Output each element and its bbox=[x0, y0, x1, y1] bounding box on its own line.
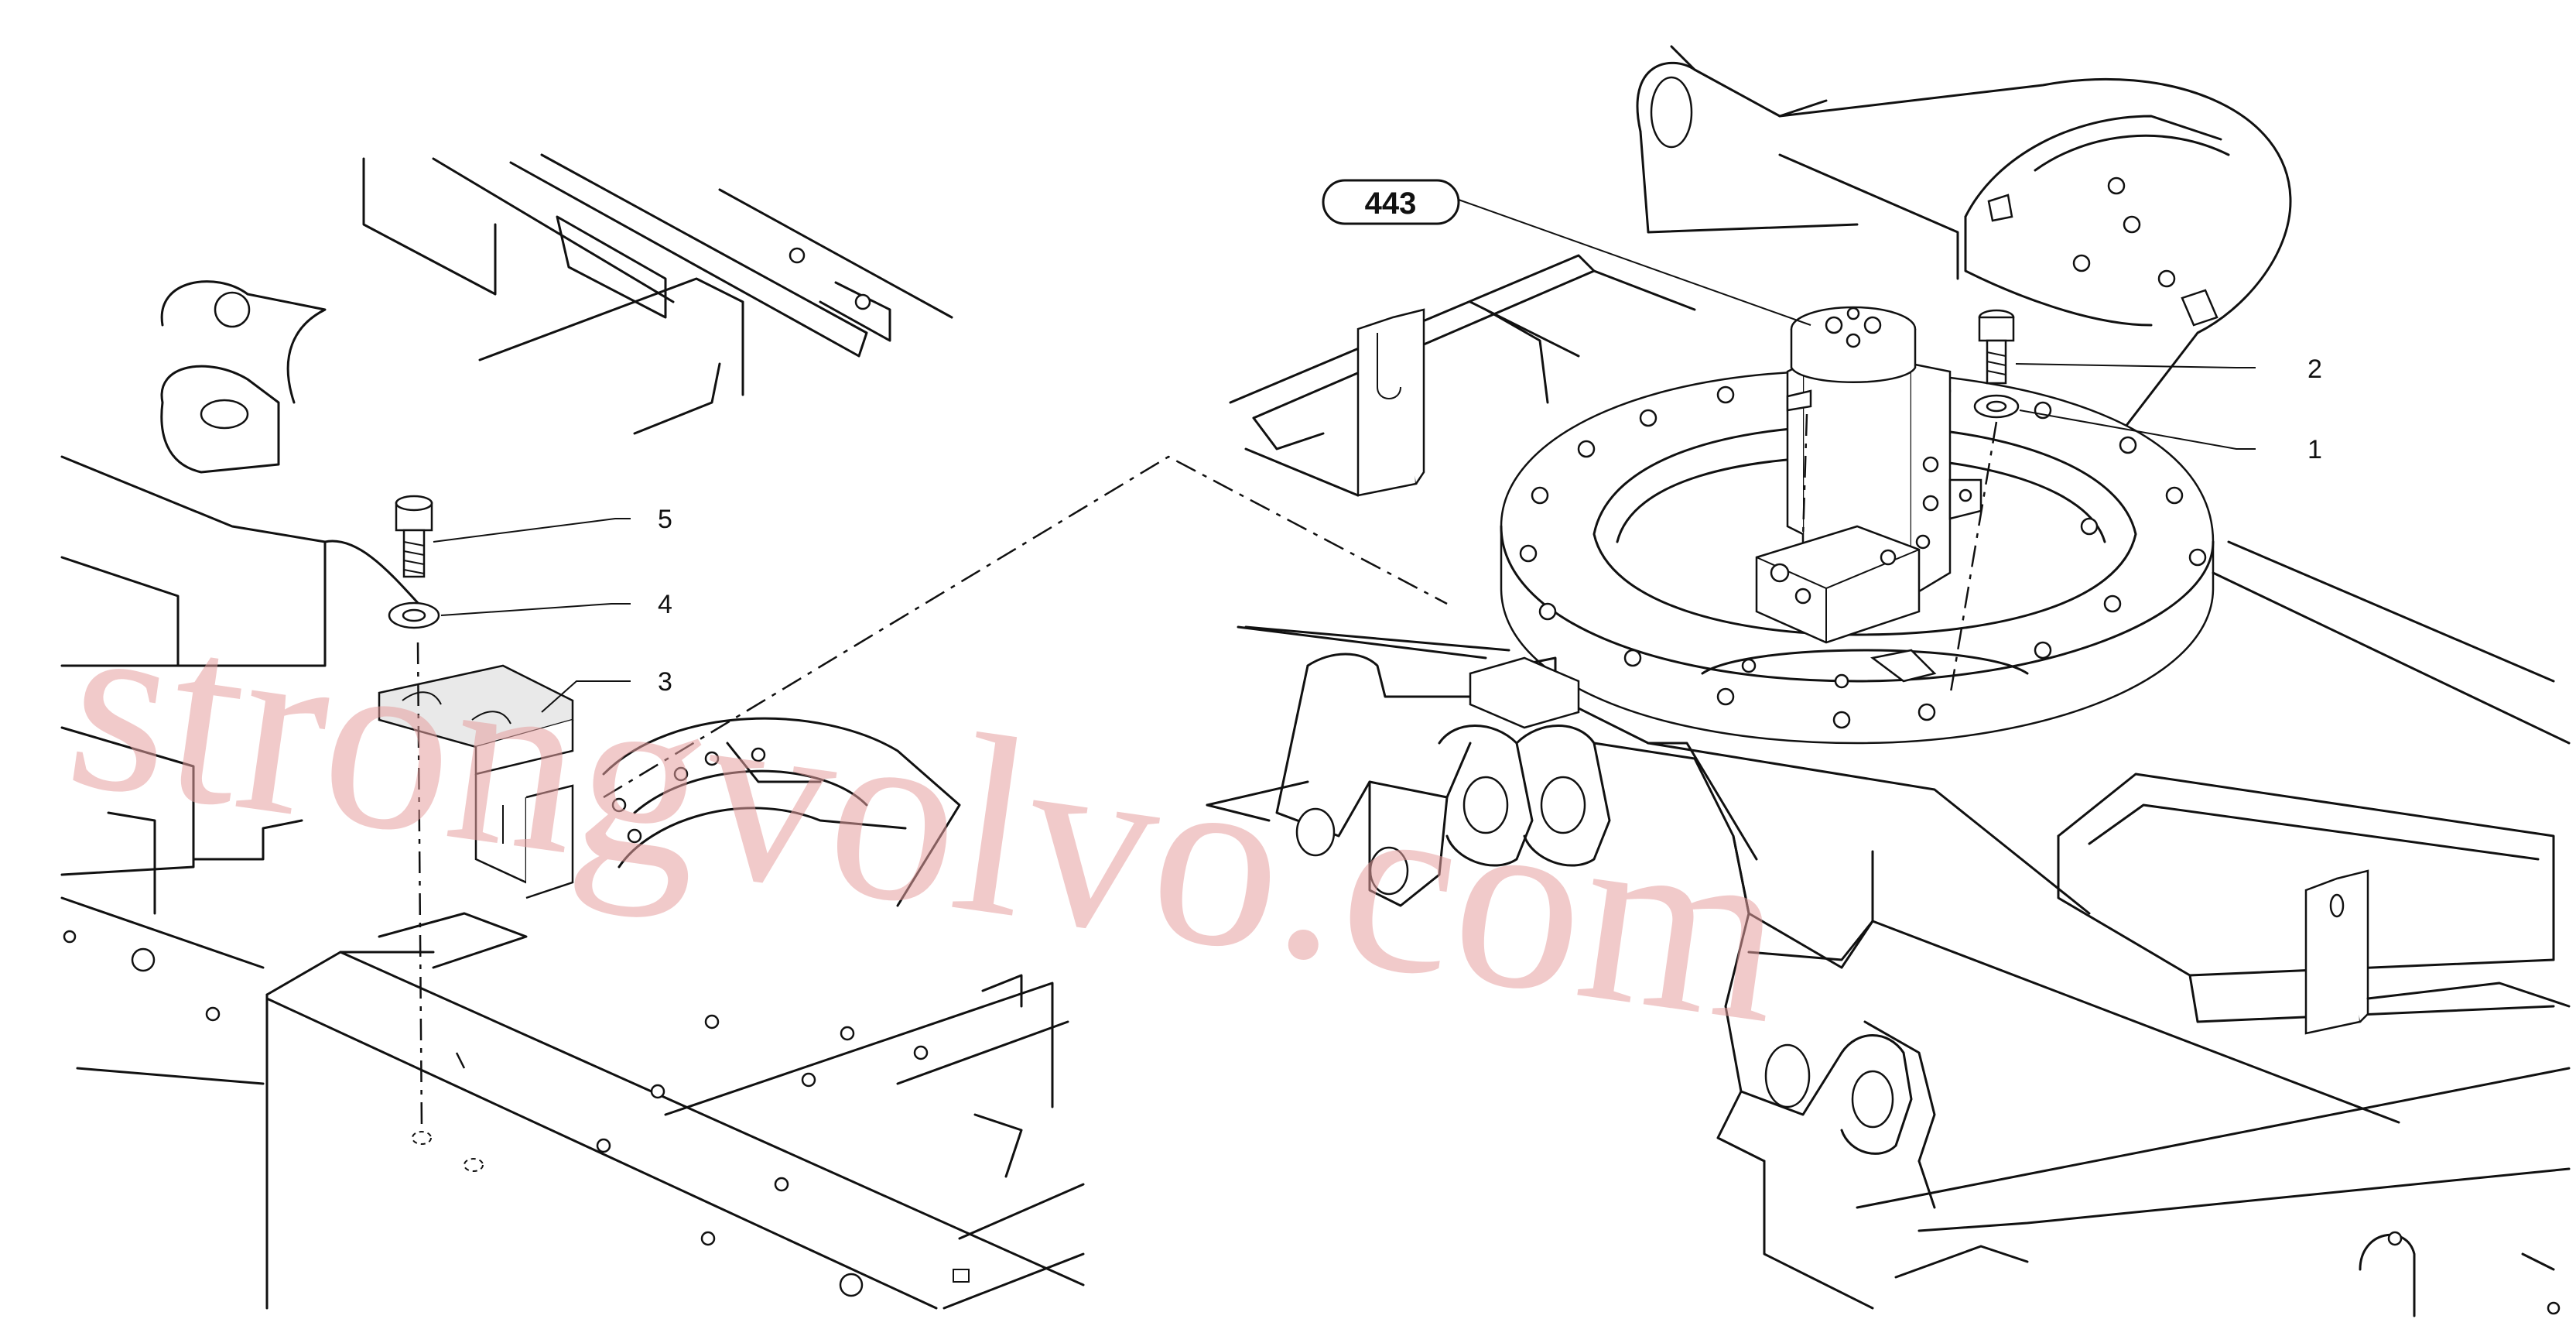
callout-2: 2 bbox=[2307, 355, 2322, 384]
bolt-part-2 bbox=[1978, 309, 2015, 385]
bolt-axis-right bbox=[1948, 421, 1998, 697]
washer-part-4 bbox=[388, 601, 440, 629]
assembly-guide-line bbox=[603, 455, 1448, 799]
washer-part-1 bbox=[1973, 394, 2020, 419]
bracket-part-3 bbox=[378, 664, 574, 899]
callout-3: 3 bbox=[658, 667, 672, 697]
callout-1: 1 bbox=[2307, 435, 2322, 464]
callout-4: 4 bbox=[658, 590, 672, 619]
group-label-text: 443 bbox=[1365, 187, 1417, 221]
leader-lines bbox=[433, 199, 2256, 713]
callout-5: 5 bbox=[658, 505, 672, 534]
left-frame-assembly bbox=[60, 153, 1085, 1310]
swivel-joint-443 bbox=[1755, 306, 1982, 644]
group-label-badge: 443 bbox=[1322, 179, 1460, 225]
right-frame-assembly bbox=[1206, 45, 2571, 1317]
joint-axis bbox=[1801, 413, 1808, 539]
bolt-part-5 bbox=[395, 495, 433, 578]
